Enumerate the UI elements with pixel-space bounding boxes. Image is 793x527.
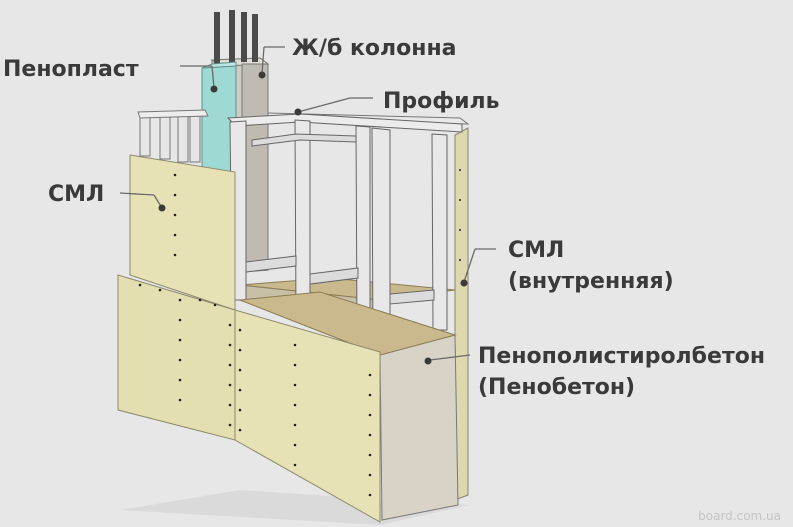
label-penoplast: Пенопласт [3,57,139,82]
label-sml: СМЛ [48,182,105,207]
rebar [252,14,258,62]
profile-studs-left [137,109,209,163]
label-foam-concrete-line1: Пенополистиролбетон [478,344,766,369]
rebar [241,12,247,62]
label-foam-concrete-line2: (Пенобетон) [478,375,636,400]
watermark: board.com.ua [698,509,781,523]
leader-lines [119,46,496,361]
label-profile: Профиль [383,89,500,114]
rebar [229,10,235,64]
foam-concrete-block [239,291,459,521]
sml-boards [117,154,461,523]
leader-dots [158,71,468,365]
label-sml-inner-line2: (внутренняя) [508,269,674,294]
label-sml-inner-line1: СМЛ [508,238,565,263]
rebar [214,12,220,64]
label-concrete-column: Ж/б колонна [292,36,457,61]
